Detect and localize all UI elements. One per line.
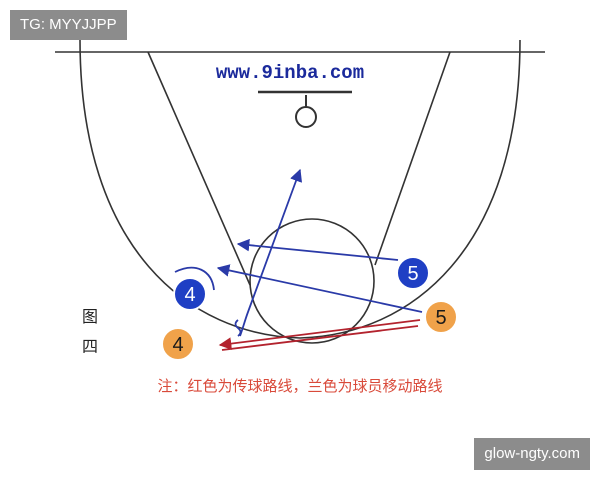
player-blue-5-number: 5	[407, 263, 418, 285]
watermark-top-left: TG: MYYJJPP	[10, 10, 127, 40]
player-movement-routes	[174, 168, 423, 337]
site-url: www.9inba.com	[216, 62, 364, 84]
figure-label-char-1: 图	[82, 307, 98, 326]
player-orange-5: 5	[424, 300, 458, 334]
lane-line-right	[374, 51, 451, 266]
blue-route-cut-to-basket	[239, 168, 303, 337]
lane-line-left	[147, 51, 251, 286]
free-throw-circle	[249, 218, 375, 344]
figure-label-char-2: 四	[82, 337, 98, 356]
basket-rim	[295, 106, 317, 128]
red-pass-1	[218, 319, 421, 350]
watermark-bottom-right: glow-ngty.com	[474, 438, 590, 470]
player-orange-4-number: 4	[172, 334, 183, 356]
blue-arc-motion	[174, 266, 215, 291]
player-blue-5-circle	[396, 256, 430, 290]
player-orange-4: 4	[161, 327, 195, 361]
route-legend-note: 注：红色为传球路线，兰色为球员移动路线	[157, 377, 442, 395]
court-lines	[55, 39, 545, 344]
three-point-arc	[79, 39, 521, 339]
player-orange-4-circle	[161, 327, 195, 361]
blue-route-5-to-left	[236, 238, 399, 261]
player-blue-4-number: 4	[184, 284, 195, 306]
blue-squiggle	[234, 319, 242, 337]
pass-routes	[218, 319, 421, 351]
player-orange-5-number: 5	[435, 307, 446, 329]
player-blue-4-circle	[173, 277, 207, 311]
blue-route-orange5-to-left	[216, 264, 423, 313]
player-blue-4: 4	[173, 277, 207, 311]
red-pass-2	[221, 325, 419, 351]
player-blue-5: 5	[396, 256, 430, 290]
player-orange-5-circle	[424, 300, 458, 334]
